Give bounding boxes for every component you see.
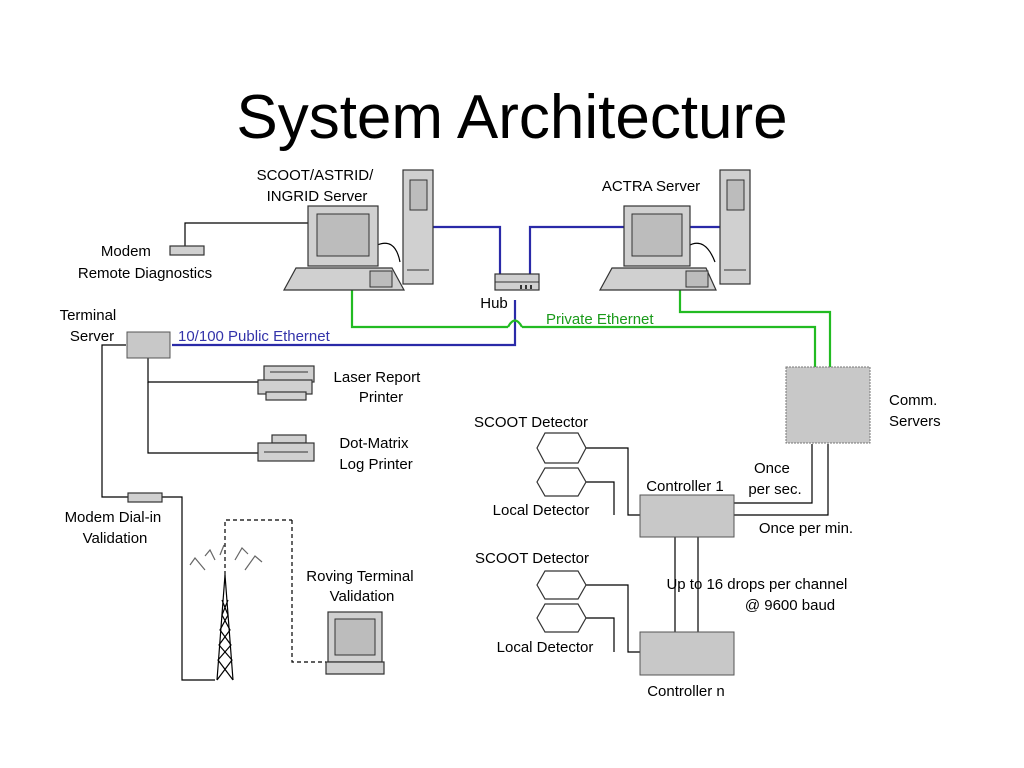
local-detector-2-label: Local Detector [497, 639, 594, 656]
controller-1-label: Controller 1 [646, 478, 724, 495]
scoot-server-label: SCOOT/ASTRID/ INGRID Server [257, 167, 378, 205]
once-per-min-label: Once per min. [759, 520, 853, 537]
modem-remote-label: Modem Remote Diagnostics [78, 243, 212, 282]
controller-1-box [639, 494, 735, 538]
terminal-server-device [126, 331, 171, 359]
scoot-detector-2-label: SCOOT Detector [475, 550, 589, 567]
terminal-server-label: Terminal Server [60, 307, 121, 345]
actra-server-computer [598, 169, 751, 291]
scoot-detector-2-icon [536, 570, 587, 600]
private-ethernet-wires [350, 290, 832, 367]
private-ethernet-label: Private Ethernet [546, 311, 654, 328]
hub-device [494, 273, 540, 291]
laser-printer-label: Laser Report Printer [334, 369, 425, 406]
once-per-sec-label: Once per sec. [748, 460, 801, 498]
modem-dialin-device [127, 492, 163, 503]
dotmatrix-printer-icon [257, 434, 315, 462]
scoot-detector-1-icon [536, 432, 587, 464]
serial-wires [101, 222, 829, 681]
local-detector-2-icon [536, 603, 587, 633]
public-ethernet-wires [172, 225, 720, 347]
radio-tower-icon [189, 544, 263, 681]
page-title: System Architecture [236, 83, 787, 152]
roving-terminal-label: Roving Terminal Validation [306, 568, 417, 605]
local-detector-1-label: Local Detector [493, 502, 590, 519]
modem-remote-device [169, 245, 205, 256]
controller-n-label: Controller n [647, 683, 725, 700]
scoot-server-computer [282, 169, 434, 291]
public-ethernet-label: 10/100 Public Ethernet [178, 328, 331, 345]
roving-terminal-laptop-icon [325, 611, 385, 675]
hub-label: Hub [480, 295, 508, 312]
drops-label: Up to 16 drops per channel @ 9600 baud [666, 576, 851, 614]
comm-servers-label: Comm. Servers [889, 392, 942, 430]
actra-server-label: ACTRA Server [602, 178, 700, 195]
comm-servers-device [785, 366, 871, 444]
dotmatrix-printer-label: Dot-Matrix Log Printer [339, 435, 412, 473]
modem-dialin-label: Modem Dial-in Validation [65, 509, 166, 547]
scoot-detector-1-label: SCOOT Detector [474, 414, 588, 431]
local-detector-1-icon [536, 467, 587, 497]
laser-printer-icon [257, 365, 315, 401]
controller-n-box [639, 631, 735, 676]
